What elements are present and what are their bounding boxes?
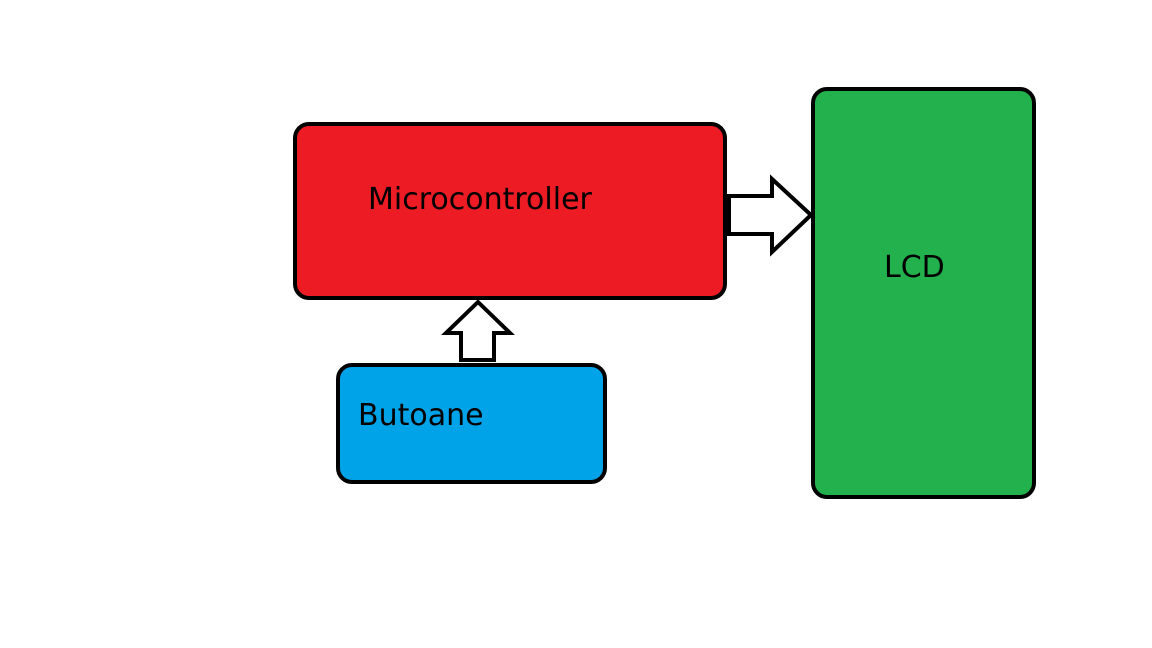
lcd-block: LCD — [811, 87, 1036, 499]
lcd-box — [811, 87, 1036, 499]
buttons-block: Butoane — [336, 363, 607, 484]
microcontroller-label: Microcontroller — [368, 182, 593, 217]
buttons-label: Butoane — [358, 398, 484, 433]
arrow-up-icon — [441, 299, 515, 362]
microcontroller-block: Microcontroller — [293, 122, 727, 300]
arrow-right-icon — [727, 174, 814, 257]
microcontroller-box — [293, 122, 727, 300]
lcd-label: LCD — [884, 250, 945, 285]
buttons-box — [336, 363, 607, 484]
